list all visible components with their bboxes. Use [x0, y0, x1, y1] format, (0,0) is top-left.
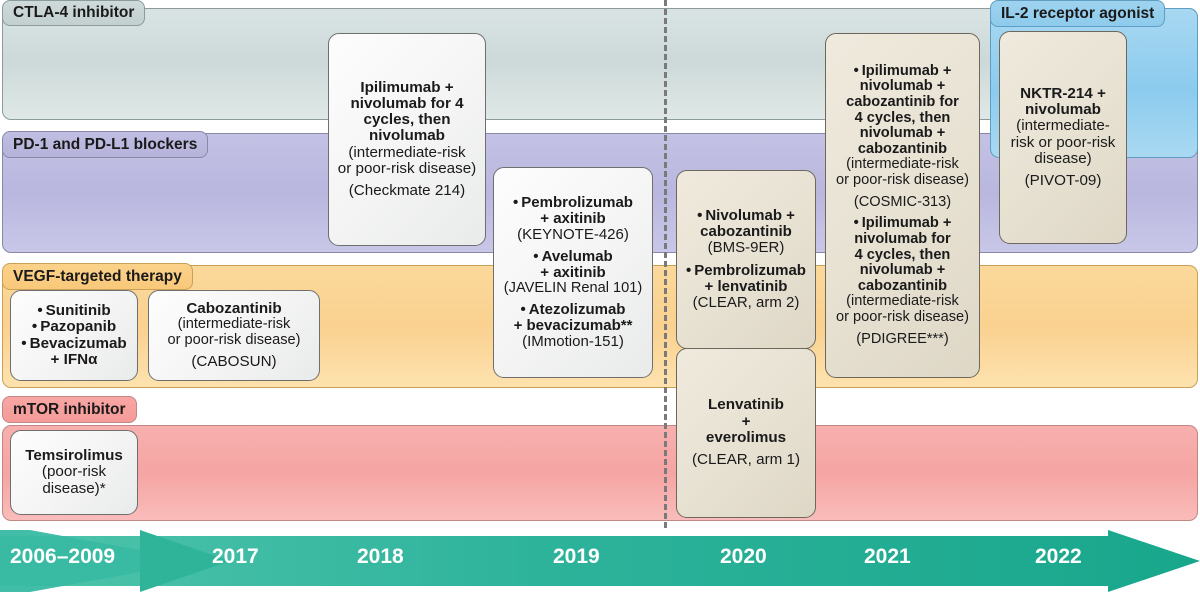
card-line: Sunitinib — [37, 302, 111, 319]
timeline-year-2017: 2017 — [212, 545, 259, 568]
timeline-arrow — [0, 530, 1200, 592]
card-line: Ipilimumab + — [360, 78, 454, 96]
card-line: Nivolumab + — [697, 208, 795, 224]
card-line: or poor-risk disease) — [337, 159, 477, 177]
card-line: + lenvatinib — [704, 277, 788, 295]
card-line: nivolumab + — [859, 78, 946, 95]
card-line: everolimus — [705, 429, 787, 446]
card-line: Avelumab — [533, 248, 613, 265]
card-line: or poor-risk disease) — [167, 331, 301, 348]
card-trial-name: (PDIGREE***) — [856, 330, 949, 347]
card-line: nivolumab for 4 — [350, 94, 464, 112]
card-line: + — [741, 412, 751, 430]
card-line: Pazopanib — [32, 318, 116, 335]
card-line: NKTR-214 + — [1020, 84, 1106, 102]
band-label-pd-1-pd-l1-blockers: PD-1 and PD-L1 blockers — [2, 131, 209, 158]
card-trial-name: (KEYNOTE-426) — [517, 225, 629, 243]
timeline-year-2022: 2022 — [1035, 545, 1082, 568]
card-line: or poor-risk disease) — [835, 308, 969, 325]
card-line: or poor-risk disease) — [835, 172, 969, 189]
card-line: cabozantinib — [857, 140, 948, 157]
card-line: + axitinib — [540, 209, 606, 227]
card-line: nivolumab + — [859, 262, 946, 279]
card-line: + bevacizumab** — [513, 317, 633, 335]
card-trial-name: (CABOSUN) — [191, 353, 277, 371]
card-line: cabozantinib — [700, 223, 792, 241]
card-line: cabozantinib — [857, 277, 948, 294]
card-line: Pembrolizumab — [513, 194, 633, 211]
card-checkmate-214: Ipilimumab + nivolumab for 4 cycles, the… — [328, 33, 486, 246]
card-trial-name: (BMS-9ER) — [707, 239, 785, 257]
card-line: Temsirolimus — [25, 447, 123, 465]
approved-vs-investigational-divider — [664, 0, 667, 528]
card-line: nivolumab — [1025, 100, 1101, 118]
card-line: (poor-risk — [41, 463, 107, 481]
band-label-vegf-targeted-therapy: VEGF-targeted therapy — [2, 263, 193, 290]
card-line: risk or poor-risk — [1010, 133, 1116, 151]
card-vegf-early-agents: Sunitinib Pazopanib Bevacizumab + IFNα — [10, 290, 138, 381]
card-line: (intermediate-risk — [846, 156, 959, 173]
card-line: (intermediate-risk — [348, 143, 466, 161]
band-label-ctla-4-inhibitor: CTLA-4 inhibitor — [2, 0, 146, 26]
card-line: Ipilimumab + — [854, 216, 952, 232]
card-trial-name: (Checkmate 214) — [348, 182, 466, 200]
card-trial-name: (COSMIC-313) — [853, 193, 952, 210]
card-line: (intermediate-risk — [177, 315, 291, 332]
card-line: Ipilimumab + — [854, 63, 952, 80]
card-2019-combinations: Pembrolizumab + axitinib (KEYNOTE-426) A… — [493, 167, 653, 378]
card-line: (intermediate- — [1016, 117, 1110, 135]
band-label-il-2-receptor-agonist: IL-2 receptor agonist — [990, 0, 1166, 27]
timeline-year-2020: 2020 — [720, 545, 767, 568]
card-trial-name: (PIVOT-09) — [1024, 172, 1102, 190]
card-line: + axitinib — [540, 263, 606, 281]
card-temsirolimus: Temsirolimus (poor-risk disease)* — [10, 430, 138, 515]
band-label-mtor-inhibitor: mTOR inhibitor — [2, 396, 137, 423]
card-pivot-09: NKTR-214 + nivolumab (intermediate- risk… — [999, 31, 1127, 244]
card-line: (intermediate-risk — [846, 293, 959, 310]
band-mtor-inhibitor — [2, 425, 1198, 521]
card-2020-io-combinations: Nivolumab + cabozantinib (BMS-9ER) Pembr… — [676, 170, 816, 349]
card-trial-name: (IMmotion-151) — [522, 333, 624, 351]
card-line: nivolumab for — [854, 230, 951, 247]
card-2021-triplet-regimens: Ipilimumab + nivolumab + cabozantinib fo… — [825, 33, 980, 378]
card-line: disease)* — [42, 479, 106, 497]
timeline-year-2006-2009: 2006–2009 — [10, 545, 116, 568]
card-line: disease) — [1034, 149, 1092, 167]
card-line: Atezolizumab — [521, 302, 626, 318]
card-line: Lenvatinib — [708, 396, 784, 414]
card-line: cycles, then — [363, 111, 451, 129]
card-line: Cabozantinib — [186, 299, 282, 317]
card-clear-arm-1: Lenvatinib + everolimus (CLEAR, arm 1) — [676, 348, 816, 518]
card-line: cabozantinib for — [846, 94, 959, 111]
card-line: + IFNα — [50, 350, 98, 368]
card-line: nivolumab + — [859, 125, 946, 142]
card-trial-name: (CLEAR, arm 2) — [692, 293, 800, 311]
timeline-year-2019: 2019 — [553, 545, 600, 568]
card-line: Pembrolizumab — [686, 262, 806, 279]
card-trial-name: (JAVELIN Renal 101) — [503, 279, 643, 296]
timeline-year-2018: 2018 — [357, 545, 404, 568]
card-line: 4 cycles, then — [854, 246, 951, 263]
card-cabosun: Cabozantinib (intermediate-risk or poor-… — [148, 290, 320, 381]
card-line: nivolumab — [369, 127, 445, 145]
card-line: 4 cycles, then — [854, 109, 951, 126]
card-trial-name: (CLEAR, arm 1) — [691, 451, 801, 469]
timeline-year-2021: 2021 — [864, 545, 911, 568]
card-line: Bevacizumab — [21, 335, 127, 352]
